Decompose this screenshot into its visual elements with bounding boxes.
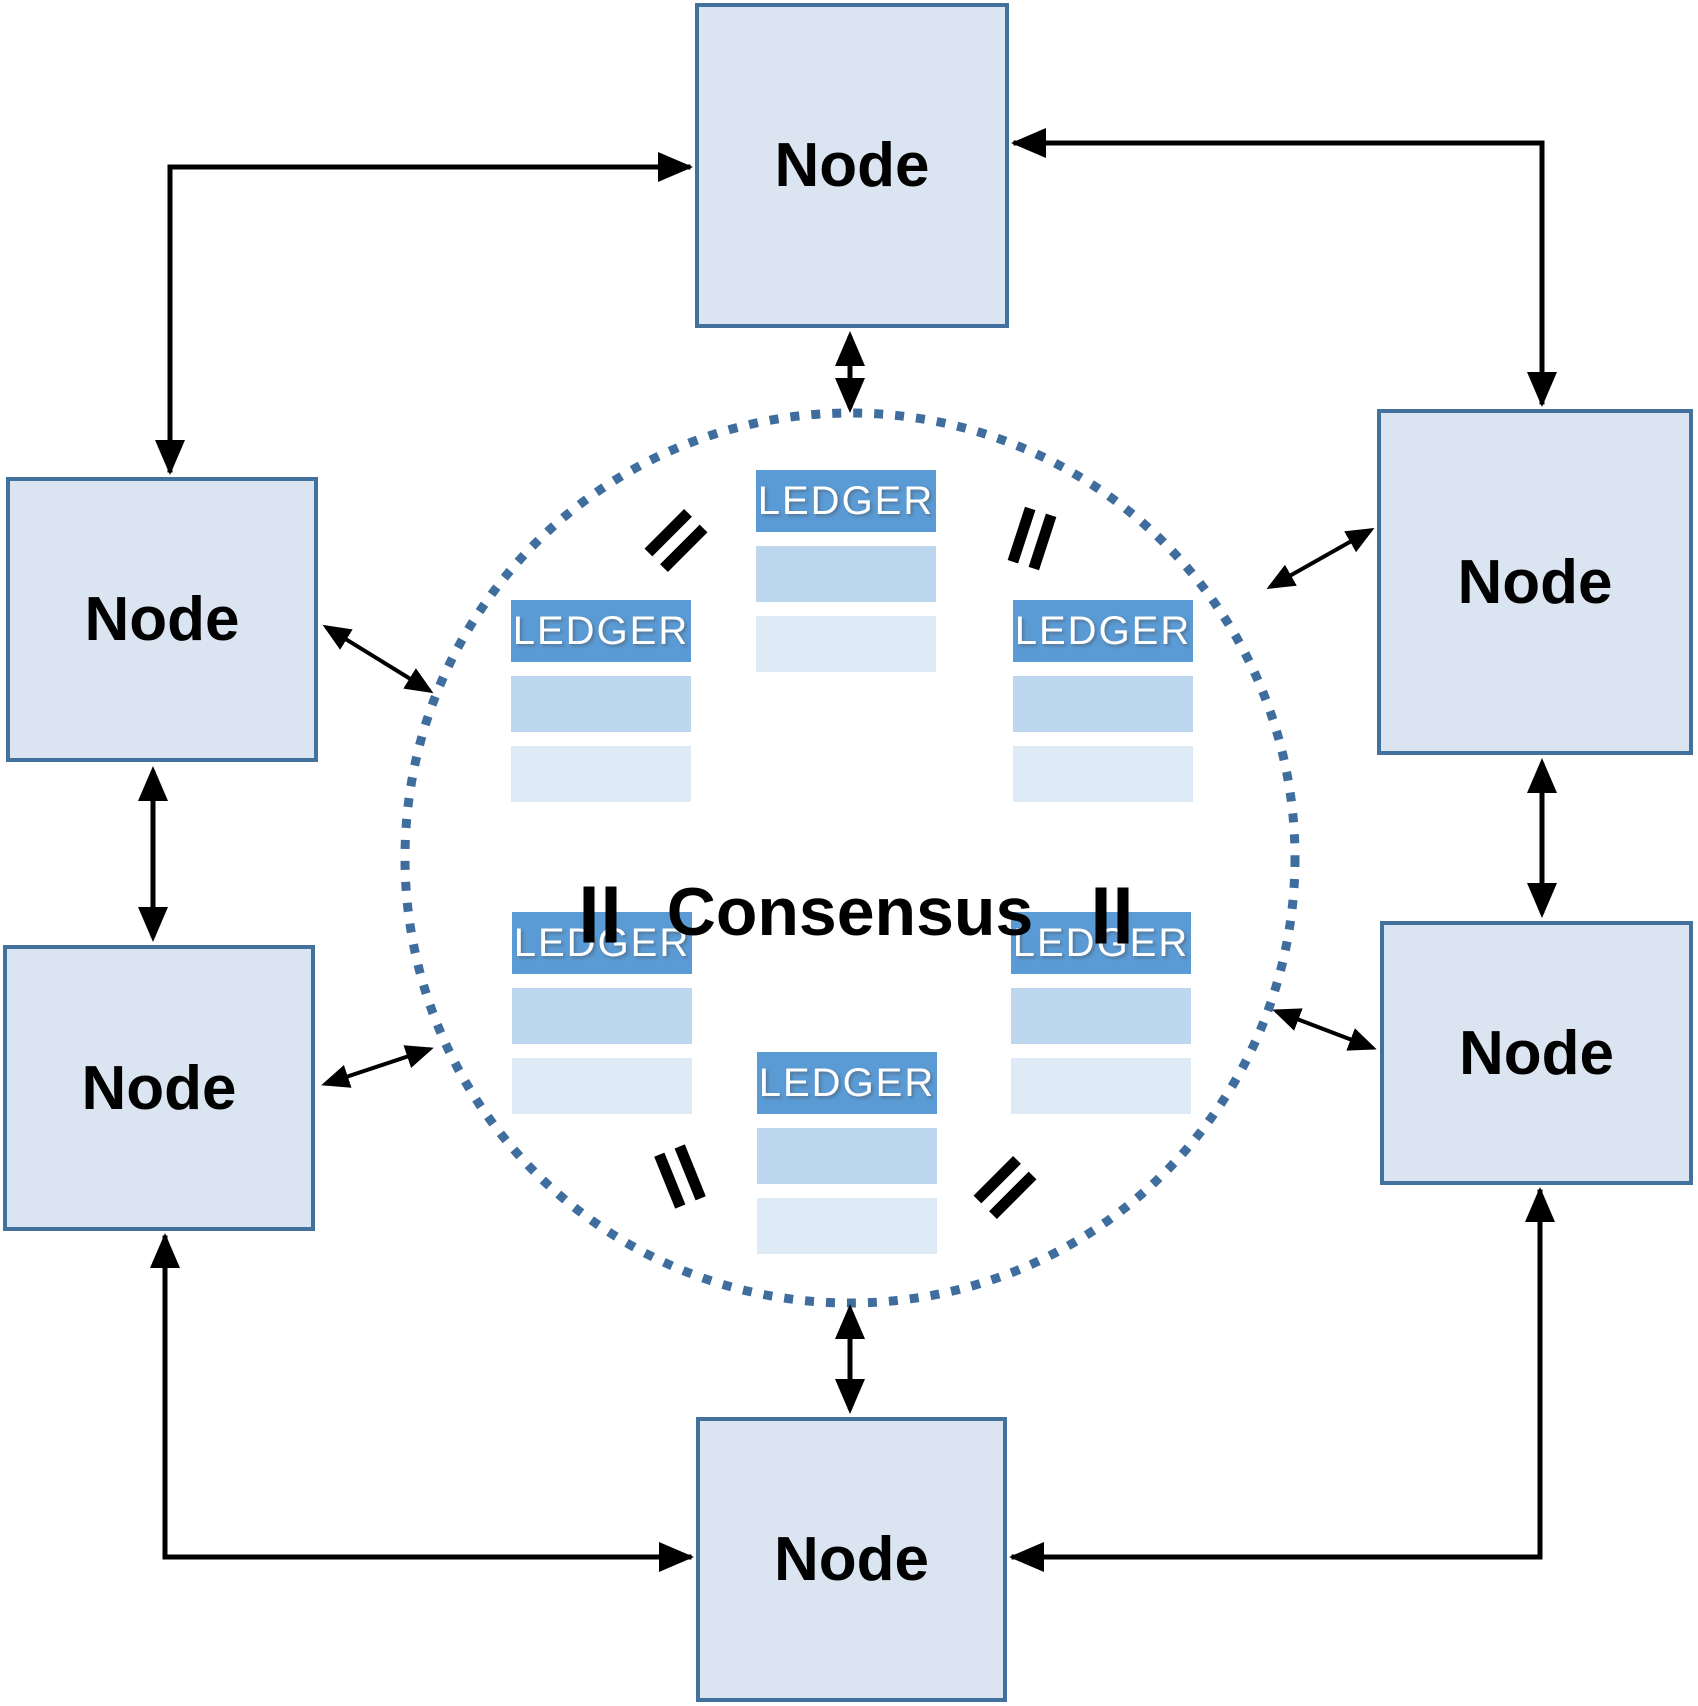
node-box-top: Node: [695, 3, 1009, 328]
ledger-row: [757, 1198, 937, 1254]
ledger-label: LEDGER: [758, 1060, 936, 1105]
equals-icon-mid-right: [1095, 887, 1129, 944]
ledger-row: [1011, 1058, 1191, 1114]
ledger-left: LEDGER: [511, 600, 691, 802]
ledger-label: LEDGER: [1014, 608, 1192, 653]
ledger-label: LEDGER: [512, 608, 690, 653]
node-box-left-upper: Node: [6, 477, 318, 762]
node-label: Node: [1459, 1018, 1614, 1088]
arrow-right-upper-circle: [1266, 528, 1375, 589]
node-box-right-lower: Node: [1380, 921, 1693, 1185]
arrow-left-upper-circle: [322, 624, 434, 694]
node-box-left-lower: Node: [3, 945, 315, 1231]
ledger-right: LEDGER: [1013, 600, 1193, 802]
ledger-row: [511, 676, 691, 732]
ledger-top: LEDGER: [756, 470, 936, 672]
ledger-header: LEDGER: [757, 1052, 937, 1114]
ledger-row: [511, 746, 691, 802]
node-label: Node: [774, 131, 930, 200]
arrow-right-lower-circle: [1272, 1008, 1377, 1051]
node-label: Node: [774, 1525, 929, 1594]
node-label: Node: [1457, 547, 1613, 617]
node-box-bottom: Node: [696, 1417, 1007, 1702]
consensus-label: Consensus: [666, 874, 1034, 950]
ledger-header: LEDGER: [1013, 600, 1193, 662]
equals-icon-mid-left: [583, 886, 617, 943]
ledger-header: LEDGER: [756, 470, 936, 532]
ledger-label: LEDGER: [757, 478, 935, 523]
ledger-row: [757, 1128, 937, 1184]
ledger-row: [1011, 988, 1191, 1044]
ledger-row: [512, 988, 692, 1044]
ledger-row: [756, 546, 936, 602]
ledger-label: LEDGER: [513, 920, 691, 965]
ledger-row: [756, 616, 936, 672]
node-box-right-upper: Node: [1377, 409, 1693, 755]
ledger-header: LEDGER: [512, 912, 692, 974]
consensus-circle: [400, 408, 1300, 1308]
ledger-row: [1013, 676, 1193, 732]
node-label: Node: [81, 1053, 237, 1123]
node-label: Node: [84, 585, 240, 654]
ledger-row: [512, 1058, 692, 1114]
ledger-bottom-center: LEDGER: [757, 1052, 937, 1254]
ledger-header: LEDGER: [511, 600, 691, 662]
ledger-row: [1013, 746, 1193, 802]
ledger-bottom-left: LEDGER: [512, 912, 692, 1114]
arrow-left-lower-circle: [321, 1045, 434, 1088]
